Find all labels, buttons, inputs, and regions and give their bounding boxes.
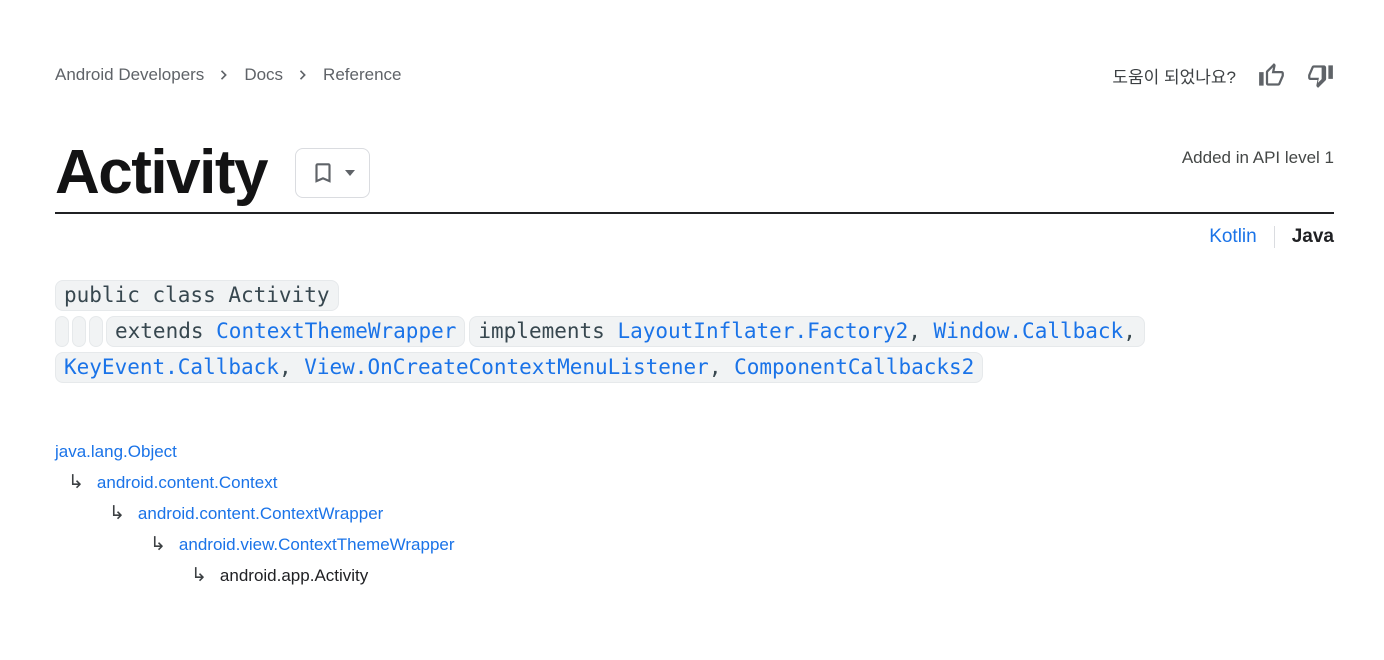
thumb-up-icon bbox=[1258, 62, 1285, 89]
hierarchy-item: java.lang.Object bbox=[55, 437, 1334, 467]
api-level-note: Added in API level 1 bbox=[1181, 148, 1334, 167]
bookmark-button[interactable] bbox=[294, 148, 370, 198]
chevron-right-icon bbox=[293, 65, 313, 85]
tab-divider bbox=[1273, 226, 1275, 248]
breadcrumb: Android Developers Docs Reference bbox=[55, 65, 401, 85]
code-indent-chip bbox=[72, 315, 86, 347]
language-tabs: Kotlin Java bbox=[55, 214, 1334, 260]
chevron-down-icon bbox=[344, 170, 355, 176]
code-indent-chip bbox=[89, 315, 103, 347]
hierarchy-class-link[interactable]: android.content.ContextWrapper bbox=[137, 504, 384, 523]
reference-page: Android Developers Docs Reference 도움이 되었… bbox=[0, 60, 1384, 591]
code-type-link[interactable]: Window.Callback bbox=[933, 319, 1124, 343]
hierarchy-item: ↳ android.content.Context bbox=[55, 467, 1334, 498]
class-declaration: public class Activity extends ContextThem… bbox=[55, 277, 1334, 385]
code-text: , bbox=[278, 355, 305, 379]
title-row: Activity Added in API level 1 bbox=[55, 142, 1334, 214]
class-hierarchy: java.lang.Object ↳ android.content.Context… bbox=[55, 437, 1334, 591]
code-chip: implements LayoutInflater.Factory2, Wind… bbox=[469, 315, 1145, 347]
code-type-link[interactable]: View.OnCreateContextMenuListener bbox=[304, 355, 709, 379]
code-text: , bbox=[908, 319, 934, 343]
code-type-link[interactable]: LayoutInflater.Factory2 bbox=[617, 319, 909, 343]
code-chip: KeyEvent.Callback, View.OnCreateContextM… bbox=[55, 351, 984, 383]
code-text: extends bbox=[115, 319, 217, 343]
code-chip: extends ContextThemeWrapper bbox=[106, 315, 466, 347]
hierarchy-class-link[interactable]: android.view.ContextThemeWrapper bbox=[178, 535, 455, 554]
hierarchy-item: ↳ android.app.Activity bbox=[55, 560, 1334, 591]
thumb-down-icon bbox=[1307, 62, 1334, 89]
breadcrumb-link-reference[interactable]: Reference bbox=[323, 65, 402, 84]
code-text: public class Activity bbox=[64, 283, 330, 307]
feedback-widget: 도움이 되었나요? bbox=[1112, 62, 1334, 89]
tab-kotlin[interactable]: Kotlin bbox=[1209, 226, 1257, 247]
code-text: implements bbox=[478, 319, 618, 343]
corner-arrow-icon: ↳ bbox=[109, 502, 125, 524]
title-group: Activity bbox=[55, 142, 370, 204]
code-indent-chip bbox=[55, 315, 69, 347]
hierarchy-item: ↳ android.view.ContextThemeWrapper bbox=[55, 529, 1334, 560]
thumbs-down-button[interactable] bbox=[1307, 62, 1334, 89]
code-line: public class Activity bbox=[55, 277, 1334, 313]
tab-java[interactable]: Java bbox=[1291, 226, 1334, 247]
breadcrumb-link-android-developers[interactable]: Android Developers bbox=[55, 65, 205, 84]
code-chip: public class Activity bbox=[55, 279, 339, 311]
hierarchy-current-class: android.app.Activity bbox=[219, 566, 369, 585]
code-text: , bbox=[708, 355, 735, 379]
code-type-link[interactable]: ComponentCallbacks2 bbox=[734, 355, 975, 379]
hierarchy-class-link[interactable]: android.content.Context bbox=[96, 473, 278, 492]
corner-arrow-icon: ↳ bbox=[150, 533, 166, 555]
corner-arrow-icon: ↳ bbox=[68, 471, 84, 493]
code-type-link[interactable]: KeyEvent.Callback bbox=[64, 355, 279, 379]
breadcrumb-link-docs[interactable]: Docs bbox=[244, 65, 284, 84]
corner-arrow-icon: ↳ bbox=[191, 564, 207, 586]
page-title: Activity bbox=[55, 138, 268, 207]
top-bar: Android Developers Docs Reference 도움이 되었… bbox=[55, 60, 1334, 90]
bookmark-icon bbox=[310, 160, 336, 186]
code-text: , bbox=[1123, 319, 1136, 343]
hierarchy-item: ↳ android.content.ContextWrapper bbox=[55, 498, 1334, 529]
code-type-link[interactable]: ContextThemeWrapper bbox=[216, 319, 457, 343]
hierarchy-class-link[interactable]: java.lang.Object bbox=[55, 442, 177, 461]
chevron-right-icon bbox=[214, 65, 234, 85]
code-line: KeyEvent.Callback, View.OnCreateContextM… bbox=[55, 349, 1334, 385]
thumbs-up-button[interactable] bbox=[1258, 62, 1285, 89]
feedback-question: 도움이 되었나요? bbox=[1112, 67, 1236, 87]
